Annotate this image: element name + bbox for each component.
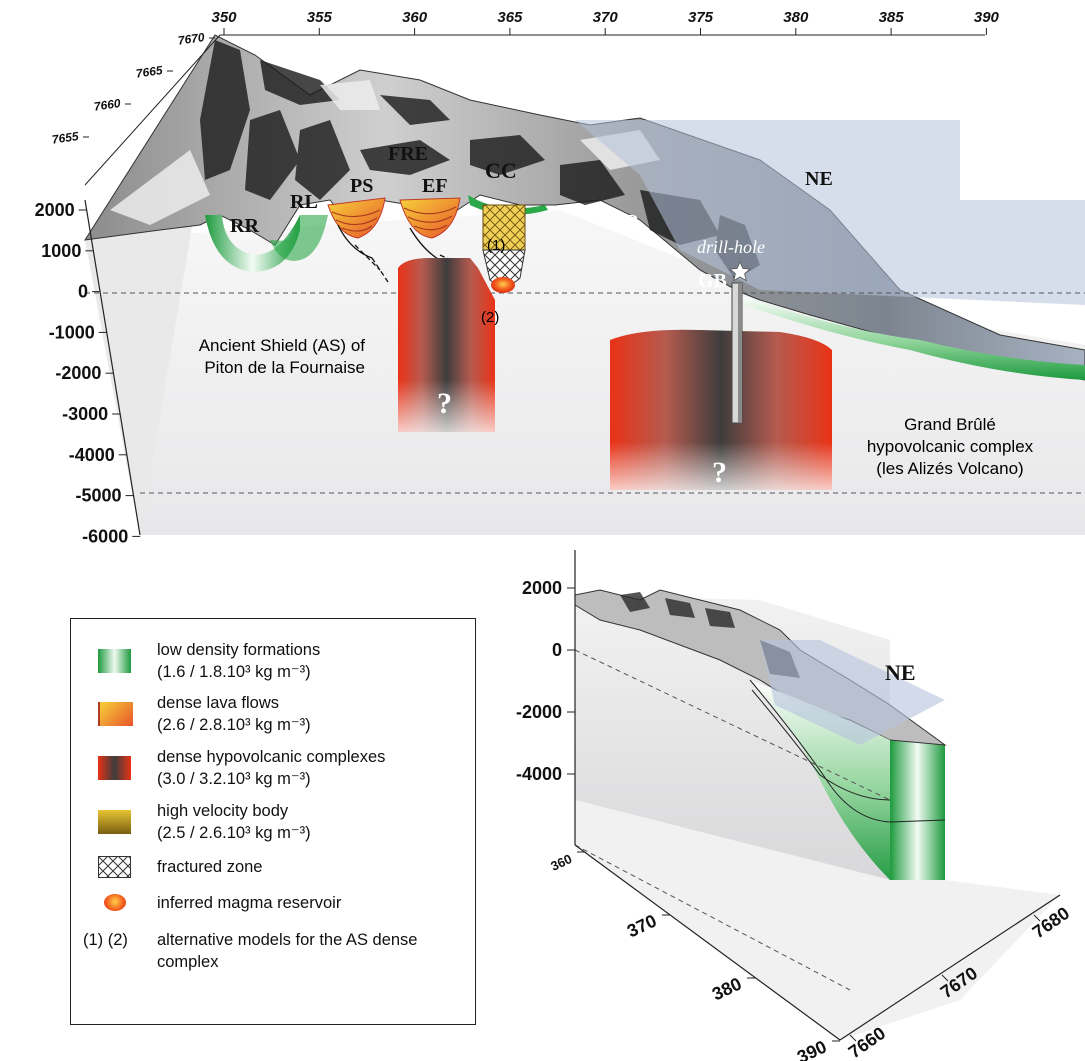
hypovolcanic-swatch [98,756,131,780]
drill-hole-star [729,261,751,282]
legend-box: low density formations (1.6 / 1.8.10³ kg… [70,618,476,1025]
bottom-depth-tick-label: 2000 [522,578,562,598]
hypovolcanic-body-gb [610,329,832,490]
low-density-swatch [98,649,131,673]
magma-reservoir [491,277,515,293]
label-fre: FRE [388,143,428,165]
legend-subtext: (2.5 / 2.6.10³ kg m⁻³) [157,824,311,842]
top-x-tick-label: 365 [497,9,523,26]
terrain-surface [84,34,1085,381]
legend-text: high velocity body [157,802,289,820]
bottom-depth-ticks: 2000 0 -2000 -4000 [516,578,575,784]
top-depth-tick-label: 1000 [41,241,81,261]
label-gb: GB [698,270,727,292]
label-cc: CC [485,158,517,183]
magma-reservoir-swatch [104,894,126,911]
low-density-strip-ne [740,295,1085,380]
bottom-y-tick [1033,914,1041,922]
top-depth-tick-label: -5000 [75,486,121,506]
label-ps: PS [350,175,373,197]
top-side-axis-line [84,34,221,186]
top-depth-ticks: 2000 1000 0 -1000 -2000 -3000 -4000 -5000 -6000 [35,200,141,546]
top-y-tick-label: 7665 [135,63,164,81]
lava-flows-ef [399,197,461,239]
legend-subtext: complex [157,953,219,971]
top-x-ticks: 350 355 360 365 370 375 380 385 390 [211,9,1000,35]
fractured-zone-swatch [98,856,131,878]
bottom-label-ne: NE [885,660,916,685]
label-rl: RL [290,191,318,213]
bottom-depth-tick-label: 0 [552,640,562,660]
lava-layering-ps [331,209,381,232]
grand-brule-label-1: Grand Brûlé [904,415,996,434]
top-y-tick-label: 7670 [177,30,206,48]
top-x-tick-label: 355 [307,9,333,26]
grand-brule-label-3: (les Alizés Volcano) [876,459,1023,478]
bottom-x-tick-label: 380 [709,973,745,1004]
label-rr: RR [230,215,259,237]
top-depth-axis-line [84,199,141,536]
low-density-body-rl [270,215,328,261]
ancient-shield-label-2: Piton de la Fournaise [204,358,365,377]
top-x-tick-label: 350 [211,9,237,26]
bottom-y-tick [849,1034,857,1042]
top-y-tick-label: 7655 [51,129,80,147]
top-depth-tick-label: 0 [78,282,88,302]
bottom-depth-tick-label: -2000 [516,702,562,722]
label-model-1: (1) [487,237,505,254]
legend-subtext: (2.6 / 2.8.10³ kg m⁻³) [157,716,311,734]
label-gp: GP [610,211,638,233]
label-model-2: (2) [481,309,499,326]
legend-alt-numbers: (1) (2) [83,931,128,949]
low-density-body-rr [205,215,300,272]
top-depth-tick-label: -6000 [82,526,128,546]
legend-text: alternative models for the AS dense [157,931,418,949]
drill-hole-shadow [738,283,742,423]
ancient-shield-label-1: Ancient Shield (AS) of [199,336,366,355]
bottom-y-tick [941,974,949,982]
legend-text: low density formations [157,641,321,659]
top-depth-tick-label: -3000 [62,404,108,424]
top-y-ticks: 7670 7665 7660 7655 [51,30,215,147]
label-q2: ? [712,456,727,489]
bottom-x-tick-label: 370 [624,910,660,941]
legend-subtext: (3.0 / 3.2.10³ kg m⁻³) [157,770,311,788]
label-q1: ? [437,387,452,420]
top-x-tick-label: 385 [879,9,905,26]
legend-text: inferred magma reservoir [157,894,342,912]
bottom-x-tick-label: 360 [548,851,574,874]
bottom-depth-tick-label: -4000 [516,764,562,784]
grand-brule-label-2: hypovolcanic complex [867,437,1034,456]
legend-text: fractured zone [157,858,263,876]
legend-subtext: (1.6 / 1.8.10³ kg m⁻³) [157,663,311,681]
high-velocity-swatch [98,810,131,834]
sea-level-plane [575,120,1085,305]
label-ne: NE [805,168,833,190]
top-depth-tick-label: 2000 [35,200,75,220]
label-drill-hole: drill-hole [697,237,765,257]
top-x-tick-label: 360 [402,9,428,26]
bottom-block-diagram [574,550,1061,1041]
label-ef: EF [422,175,448,197]
top-y-tick-label: 7660 [93,96,122,114]
legend-text: dense lava flows [157,694,279,712]
top-depth-tick-label: -2000 [55,363,101,383]
top-depth-tick-label: -1000 [49,322,95,342]
top-x-tick-label: 380 [783,9,809,26]
front-section-face [85,210,1085,535]
legend-text: dense hypovolcanic complexes [157,748,386,766]
lava-layering-ef [403,206,457,231]
top-x-tick-label: 390 [974,9,1000,26]
top-x-tick-label: 370 [593,9,619,26]
top-depth-tick-label: -4000 [69,445,115,465]
hypovolcanic-body-as [398,258,495,432]
top-x-tick-label: 375 [688,9,714,26]
bottom-x-tick-label: 390 [794,1036,830,1061]
lava-swatch [98,702,133,726]
